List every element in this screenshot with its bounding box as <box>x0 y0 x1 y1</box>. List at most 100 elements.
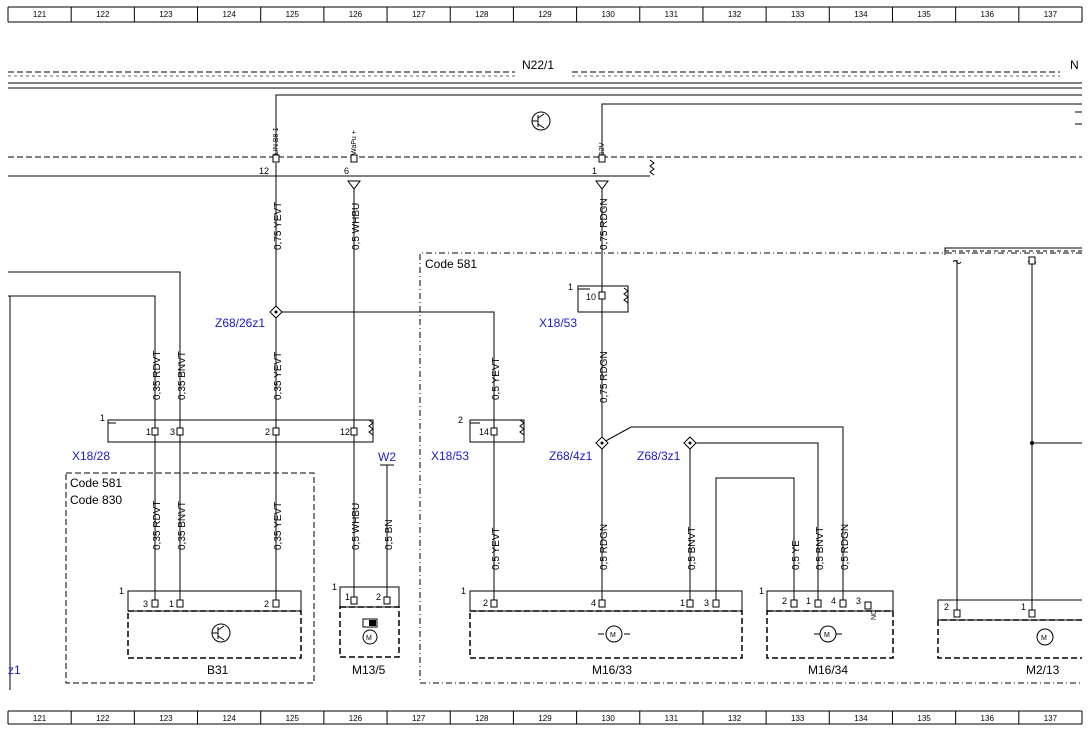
ruler-column-label: 130 <box>601 10 615 19</box>
ruler-column-label: 129 <box>538 10 552 19</box>
svg-text:2: 2 <box>265 427 270 437</box>
svg-text:LIN B8-1: LIN B8-1 <box>273 127 280 155</box>
wire-label: 0,35 YEVT <box>273 502 284 550</box>
control-unit-name-partial: N <box>1070 58 1079 72</box>
svg-text:4: 4 <box>831 596 836 606</box>
svg-text:1: 1 <box>680 598 685 608</box>
ecu-pin-6: WaPu + 6 <box>344 130 360 189</box>
transistor-icon <box>211 623 231 643</box>
wire-label: 0,5 YEVT <box>491 357 502 400</box>
svg-text:2: 2 <box>782 596 787 606</box>
svg-text:3: 3 <box>856 596 861 606</box>
svg-text:1: 1 <box>568 282 573 292</box>
svg-text:2: 2 <box>944 602 949 612</box>
svg-text:4: 4 <box>591 598 596 608</box>
svg-text:12: 12 <box>259 166 269 176</box>
svg-text:NC: NC <box>871 610 878 620</box>
ecu-pin-12: LIN B8-1 12 <box>259 127 280 176</box>
ruler-column-label: 121 <box>33 714 47 723</box>
ruler-column-label: 135 <box>917 10 931 19</box>
svg-text:M16/34: M16/34 <box>808 663 848 677</box>
svg-text:1: 1 <box>461 586 466 596</box>
ecu-pin-1: 12V 1 <box>592 142 608 189</box>
svg-text:M16/33: M16/33 <box>592 663 632 677</box>
ruler-column-label: 135 <box>917 714 931 723</box>
svg-text:Z68/4z1: Z68/4z1 <box>549 449 593 463</box>
splice-z68-4z1: Z68/4z1 <box>549 437 608 463</box>
wires <box>8 163 1082 690</box>
wire-label: 0,5 YE <box>791 540 802 570</box>
component-m16-34: 1 2 1 4 3 NC M M16/34 <box>759 586 893 677</box>
svg-text:2: 2 <box>376 592 381 602</box>
svg-text:1: 1 <box>345 592 350 602</box>
svg-text:Code 581: Code 581 <box>70 476 122 490</box>
wire-label: 0,75 YEVT <box>273 202 284 250</box>
svg-text:14: 14 <box>479 427 489 437</box>
svg-text:2: 2 <box>483 598 488 608</box>
svg-text:M: M <box>366 635 372 642</box>
svg-text:M: M <box>610 632 616 639</box>
control-unit-header: N22/1 N <box>8 58 1082 176</box>
svg-text:3: 3 <box>143 599 148 609</box>
ruler-column-label: 137 <box>1044 714 1058 723</box>
svg-text:W2: W2 <box>378 450 396 464</box>
svg-text:1: 1 <box>119 586 124 596</box>
wire-label: 0,5 RDGN <box>840 524 851 570</box>
ruler-column-label: 128 <box>475 10 489 19</box>
svg-text:1: 1 <box>332 582 337 592</box>
ruler-column-label: 122 <box>96 10 110 19</box>
wire-label: 0,5 WHBU <box>351 503 362 550</box>
ruler-column-label: 133 <box>791 714 805 723</box>
code-581-830-region: Code 581 Code 830 <box>66 473 314 683</box>
svg-text:M: M <box>1041 635 1047 642</box>
ruler-column-label: 129 <box>538 714 552 723</box>
svg-text:M: M <box>824 632 830 639</box>
ruler-column-label: 133 <box>791 10 805 19</box>
svg-text:Code 830: Code 830 <box>70 493 122 507</box>
svg-text:1: 1 <box>169 599 174 609</box>
svg-text:M13/5: M13/5 <box>352 663 386 677</box>
wire-label: 0,75 RDGN <box>599 198 610 250</box>
ruler-column-label: 131 <box>665 10 679 19</box>
svg-text:M2/13: M2/13 <box>1026 663 1060 677</box>
code-581-region: Code 581 <box>420 253 1082 683</box>
junction-dot <box>1030 441 1034 445</box>
ruler-column-label: 126 <box>349 10 363 19</box>
wire-label: 0,35 BNVT <box>177 501 188 550</box>
splice-z68-3z1: Z68/3z1 <box>637 437 696 463</box>
wire-label: 0,35 YEVT <box>273 352 284 400</box>
wire-label: 0,35 RDVT <box>152 351 163 400</box>
ruler-column-label: 136 <box>981 714 995 723</box>
ruler-column-label: 127 <box>412 10 426 19</box>
ruler-column-label: 132 <box>728 714 742 723</box>
wire-label: 0,5 WHBU <box>351 203 362 250</box>
svg-text:1: 1 <box>100 413 105 423</box>
svg-text:1: 1 <box>806 596 811 606</box>
ruler-column-label: 125 <box>286 10 300 19</box>
svg-text:X18/28: X18/28 <box>72 449 110 463</box>
component-m13-5: 1 1 2 M M13/5 <box>332 582 399 677</box>
ruler-column-label: 127 <box>412 714 426 723</box>
ruler-column-label: 121 <box>33 10 47 19</box>
ruler-column-label: 137 <box>1044 10 1058 19</box>
wire-label: 0,5 BNVT <box>815 527 826 570</box>
component-m2-13: 2 1 M M2/13 <box>938 600 1082 677</box>
svg-text:6: 6 <box>344 166 349 176</box>
svg-text:1: 1 <box>1021 602 1026 612</box>
edge-label: z1 <box>8 663 21 677</box>
svg-text:WaPu +: WaPu + <box>351 130 358 155</box>
connector-x18-53-b: 2 14 X18/53 <box>431 415 524 463</box>
svg-text:1: 1 <box>146 427 151 437</box>
svg-text:1: 1 <box>759 586 764 596</box>
ruler-column-label: 123 <box>159 714 173 723</box>
svg-text:Z68/3z1: Z68/3z1 <box>637 449 681 463</box>
ruler-column-label: 128 <box>475 714 489 723</box>
svg-text:3: 3 <box>170 427 175 437</box>
svg-text:B31: B31 <box>207 663 229 677</box>
motor-pump-icon: M <box>362 619 378 645</box>
svg-text:X18/53: X18/53 <box>539 316 577 330</box>
svg-text:3: 3 <box>704 598 709 608</box>
wire-label: 0,5 YEVT <box>491 527 502 570</box>
